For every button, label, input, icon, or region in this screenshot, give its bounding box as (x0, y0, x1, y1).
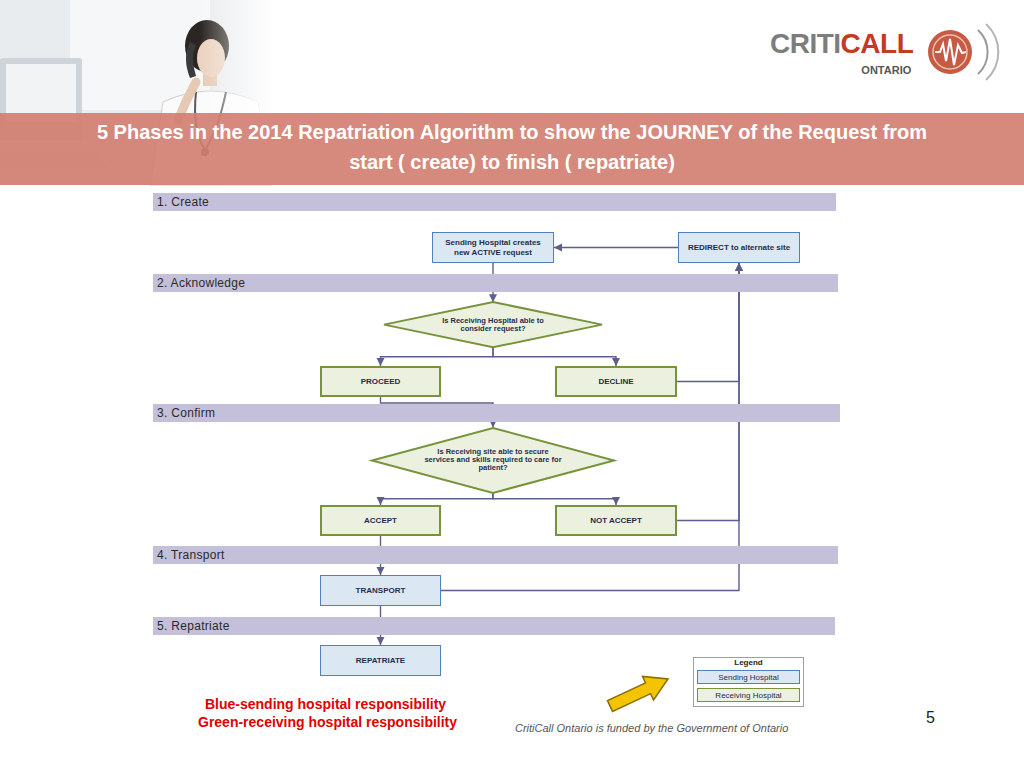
phase-label: 5. Repatriate (157, 619, 230, 633)
phase-band: 1. Create (153, 193, 836, 211)
receiving-hospital-box: NOT ACCEPT (555, 505, 677, 536)
receiving-hospital-box: ACCEPT (320, 505, 441, 536)
flow-connector (493, 348, 616, 366)
sending-hospital-box: Sending Hospital creates new ACTIVE requ… (432, 232, 554, 263)
page-number-holder: 5 (926, 709, 935, 727)
legend-title: Legend (734, 658, 762, 667)
decision-diamond: Is Receiving Hospital able to consider r… (384, 302, 602, 347)
note-text: Green-receiving hospital responsibility (198, 714, 457, 730)
node-text: Is Receiving site able to secure service… (423, 448, 563, 473)
legend-title-holder: Legend (734, 658, 762, 667)
logo-word-holder: CALL (841, 28, 914, 60)
phase-label: 1. Create (157, 195, 209, 209)
sending-hospital-box: REPATRIATE (320, 645, 441, 676)
note-text: Blue-sending hospital responsibility (205, 696, 446, 712)
phase-label: 3. Confirm (157, 406, 215, 420)
phase-band: 4. Transport (153, 546, 838, 564)
node-text: TRANSPORT (356, 586, 406, 595)
note-text-holder: Blue-sending hospital responsibility (205, 696, 446, 712)
note-text-holder: Green-receiving hospital responsibility (198, 714, 457, 730)
logo-subtitle: ONTARIO (861, 64, 911, 76)
diamond-shape (384, 302, 602, 347)
flow-connector (381, 348, 494, 366)
slide-title: 5 Phases in the 2014 Repatriation Algori… (77, 117, 947, 177)
flow-connector (677, 263, 739, 521)
legend-text: Sending Hospital (718, 672, 778, 683)
footer-credit-holder: CritiCall Ontario is funded by the Gover… (515, 722, 788, 734)
phase-band: 3. Confirm (153, 404, 840, 422)
receiving-hospital-box: PROCEED (320, 366, 441, 397)
node-text: NOT ACCEPT (590, 516, 642, 525)
node-text: REPATRIATE (356, 656, 405, 665)
flow-connector (493, 493, 616, 506)
node-text: Sending Hospital creates new ACTIVE requ… (438, 238, 548, 256)
node-text: REDIRECT to alternate site (688, 243, 790, 252)
diamond-shape (372, 428, 614, 493)
slide-title-holder: 5 Phases in the 2014 Repatriation Algori… (77, 117, 947, 177)
flow-connector (554, 247, 678, 248)
receiving-hospital-box: DECLINE (555, 366, 677, 397)
sending-hospital-box: REDIRECT to alternate site (678, 232, 800, 263)
logo-word-holder: CRITI (770, 28, 841, 60)
logo-word: CRITI (770, 28, 841, 60)
logo-word: CALL (841, 28, 914, 60)
decision-diamond: Is Receiving site able to secure service… (372, 428, 614, 493)
phase-label: 4. Transport (157, 548, 225, 562)
node-text: Is Receiving Hospital able to consider r… (430, 317, 556, 334)
logo-subtitle-holder: ONTARIO (861, 64, 911, 76)
legend-swatch: Receiving Hospital (697, 688, 800, 702)
sending-hospital-box: TRANSPORT (320, 575, 441, 606)
page-number: 5 (926, 709, 935, 727)
legend-text: Receiving Hospital (715, 690, 781, 701)
node-text: PROCEED (361, 377, 401, 386)
node-text: DECLINE (598, 377, 633, 386)
flow-connector (381, 493, 494, 506)
phase-label: 2. Acknowledge (157, 276, 245, 290)
phase-band: 5. Repatriate (153, 617, 835, 635)
footer-credit: CritiCall Ontario is funded by the Gover… (515, 722, 788, 734)
legend-swatch: Sending Hospital (697, 670, 800, 684)
phase-band: 2. Acknowledge (153, 274, 838, 292)
node-text: ACCEPT (364, 516, 397, 525)
